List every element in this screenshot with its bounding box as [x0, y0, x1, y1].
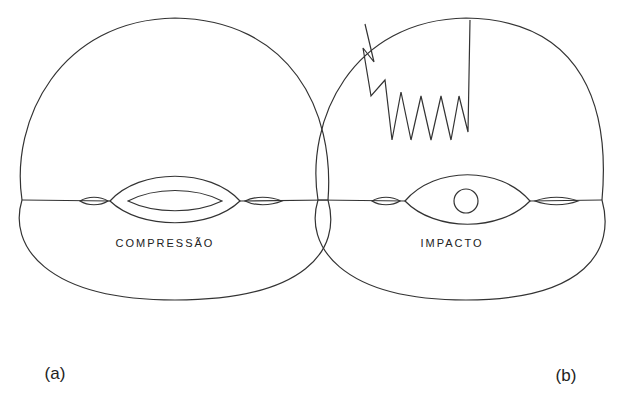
- upper-lobe: [316, 18, 603, 200]
- inner-lens: [128, 191, 222, 211]
- seam-lens: [372, 197, 578, 205]
- outer-lens: [110, 176, 240, 223]
- region-label: COMPRESSÃO: [116, 237, 215, 249]
- crack: [363, 20, 470, 140]
- seam-lens: [80, 197, 282, 205]
- figure-label: (a): [45, 365, 66, 384]
- lower-lobe: [19, 200, 331, 300]
- region-label: IMPACTO: [420, 237, 483, 249]
- lower-lobe: [315, 200, 605, 300]
- figure-label: (b): [556, 367, 577, 386]
- inner-circle: [454, 189, 478, 213]
- upper-lobe: [20, 18, 328, 200]
- outer-lens: [405, 175, 530, 225]
- seam-line: [318, 200, 602, 201]
